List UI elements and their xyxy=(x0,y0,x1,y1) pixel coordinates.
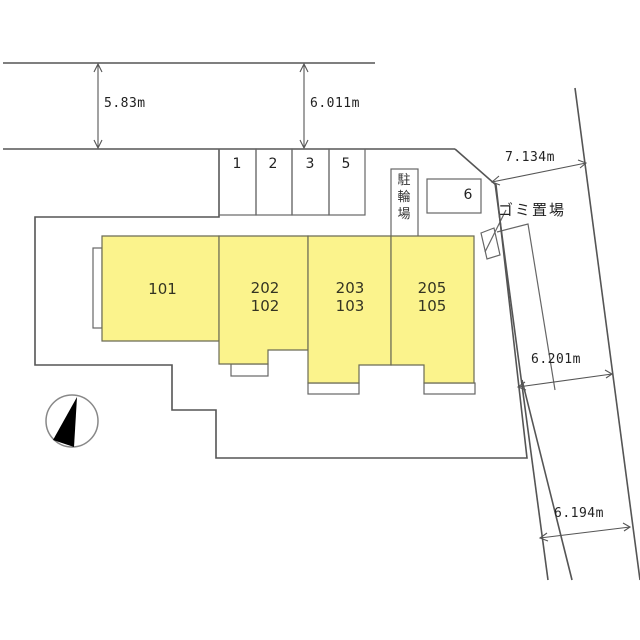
parking-slot-label: 2 xyxy=(268,156,278,172)
parking-slot-label: 3 xyxy=(305,156,315,172)
dimension-arrow-diag xyxy=(490,159,588,186)
parking-slot-label: 5 xyxy=(341,156,351,172)
balcony-105 xyxy=(423,382,476,395)
right-road-inner-line xyxy=(521,379,573,581)
parking-slot-label: 1 xyxy=(232,156,242,172)
garbage-area-shape xyxy=(480,209,556,391)
unit-105 xyxy=(390,235,475,384)
right-road-outer-line xyxy=(574,87,640,581)
balcony-102 xyxy=(230,363,269,377)
unit-label-203-103: 203 103 xyxy=(335,279,365,315)
balcony-103 xyxy=(307,382,360,395)
north-arrow-icon xyxy=(45,394,99,448)
parking-slot-6 xyxy=(426,178,482,214)
dimension-arrow-left xyxy=(93,62,103,150)
parking-slot-label: 6 xyxy=(463,187,473,203)
dimension-label-right-middle: 6.201m xyxy=(531,352,581,367)
bicycle-parking-label: 駐 輪 場 xyxy=(397,173,411,222)
dimension-label-right-bottom: 6.194m xyxy=(554,506,604,521)
unit-label-101: 101 xyxy=(148,280,177,298)
unit-label-202-102: 202 102 xyxy=(250,279,280,315)
dimension-arrow-right xyxy=(299,62,309,150)
right-boundary-line xyxy=(494,182,549,581)
property-boundary xyxy=(34,148,528,459)
dimension-arrow-6201 xyxy=(516,369,614,391)
dimension-label-top-left: 5.83m xyxy=(104,96,146,111)
parking-slots xyxy=(218,148,366,216)
balcony-101 xyxy=(92,247,103,329)
unit-label-205-105: 205 105 xyxy=(417,279,447,315)
dimension-label-top-right: 6.011m xyxy=(310,96,360,111)
garbage-area-label: ゴミ置場 xyxy=(498,201,567,219)
dimension-label-diag: 7.134m xyxy=(505,150,555,165)
dimension-arrow-6194 xyxy=(538,522,632,542)
